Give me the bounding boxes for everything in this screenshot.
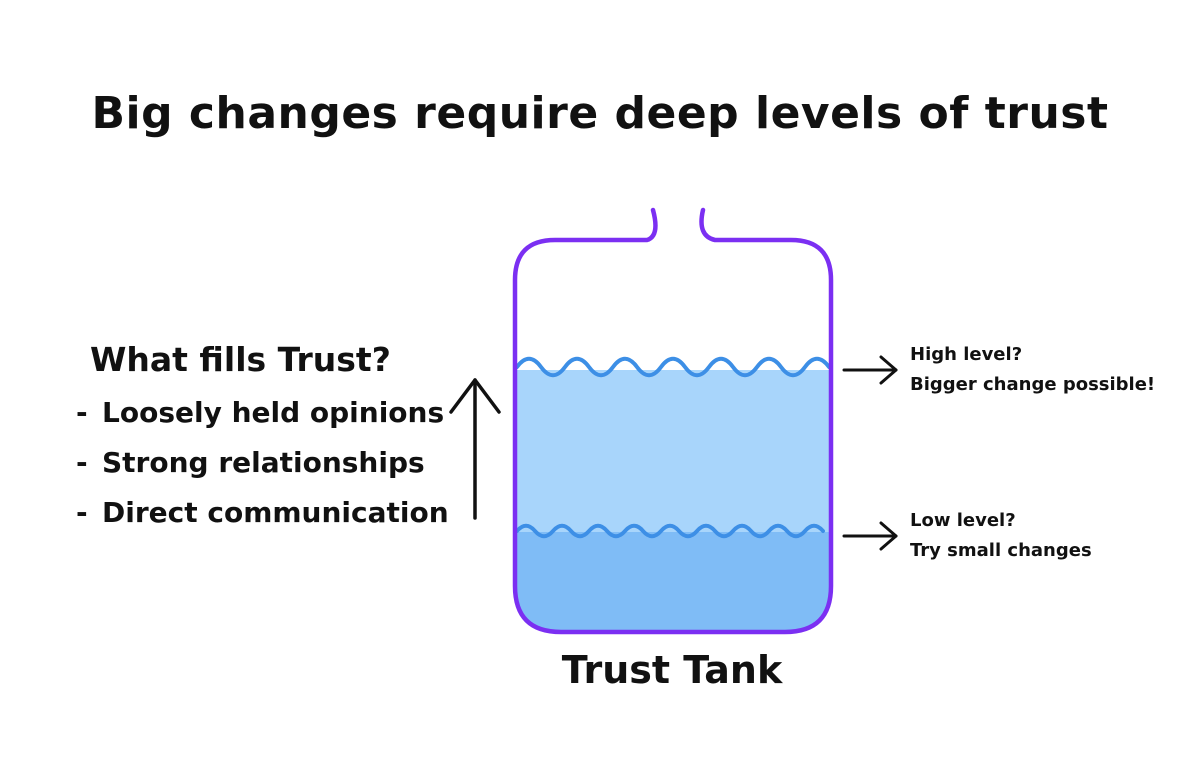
tank-label: Trust Tank (561, 648, 783, 692)
high-level-advice: Bigger change possible! (910, 374, 1156, 395)
low-level-question: Low level? (910, 510, 1016, 531)
trust-fillers-panel: What fills Trust? -Loosely held opinions… (76, 340, 456, 538)
high-level-arrow-icon (842, 355, 898, 385)
trust-fillers-list: -Loosely held opinions -Strong relations… (76, 388, 456, 538)
tank-water (515, 370, 831, 632)
dash-marker: - (76, 496, 88, 529)
list-item-text: Direct communication (102, 496, 449, 529)
low-level-wave (515, 523, 825, 539)
high-level-note: High level? Bigger change possible! (910, 340, 1155, 400)
dash-marker: - (76, 396, 88, 429)
list-item-text: Strong relationships (102, 446, 425, 479)
dash-marker: - (76, 446, 88, 479)
list-item: -Loosely held opinions (76, 388, 456, 438)
trust-fillers-heading: What fills Trust? (90, 340, 391, 379)
high-water-fill (515, 370, 831, 540)
low-level-note: Low level? Try small changes (910, 506, 1092, 566)
up-arrow-icon (449, 378, 501, 520)
low-level-advice: Try small changes (910, 540, 1092, 561)
low-level-arrow-icon (842, 521, 898, 551)
diagram-title: Big changes require deep levels of trust (91, 88, 1109, 139)
tank-outline (512, 207, 834, 635)
list-item: -Direct communication (76, 488, 456, 538)
high-level-wave (515, 356, 831, 378)
high-level-question: High level? (910, 344, 1023, 365)
list-item-text: Loosely held opinions (102, 396, 445, 429)
low-water-fill (515, 532, 831, 632)
list-item: -Strong relationships (76, 438, 456, 488)
